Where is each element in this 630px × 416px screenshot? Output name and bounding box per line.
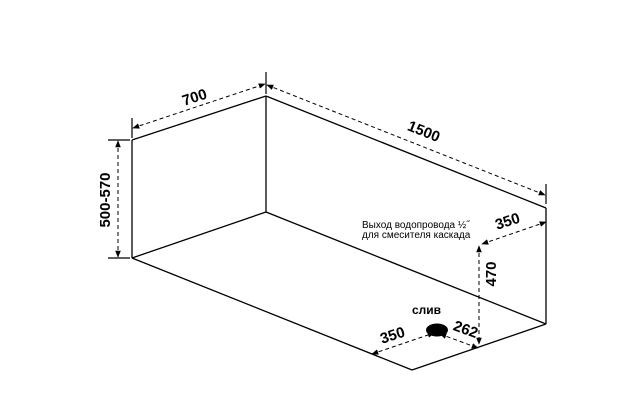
- drain: слив: [412, 303, 448, 337]
- bottom-right-edge: [411, 323, 547, 371]
- outlet-height-dimension: 470: [476, 245, 500, 345]
- outlet-note-line2: для смесителя каскада: [362, 230, 471, 241]
- outlet-side-dimension-label: 350: [493, 210, 522, 234]
- outlet-height-dimension-label: 470: [483, 261, 500, 286]
- drain-label: слив: [412, 303, 441, 317]
- outlet-side-dimension: 350: [481, 210, 547, 245]
- width-dimension-label: 700: [180, 86, 209, 110]
- length-dimension-line: [266, 84, 546, 196]
- width-dimension: 700: [131, 72, 267, 138]
- drain-side-dimension-label: 350: [378, 324, 407, 348]
- outlet-note-line1: Выход водопровода ½˝: [362, 219, 470, 231]
- drain-end-dimension-label: 262: [451, 318, 480, 343]
- outlet-side-dimension-line: [481, 221, 547, 245]
- outlet-note: Выход водопровода ½˝ для смесителя каска…: [362, 219, 471, 241]
- length-dimension: 1500: [266, 84, 547, 204]
- bottom-front-edge: [131, 257, 413, 371]
- bottom-left-edge: [131, 211, 267, 259]
- width-dimension-line: [132, 83, 266, 129]
- height-dimension: 500-570: [97, 139, 130, 259]
- floor-back-edge: [265, 211, 547, 325]
- height-dimension-label: 500-570: [97, 172, 114, 227]
- bathtub-outline: [131, 95, 547, 371]
- top-back-edge: [265, 95, 547, 209]
- drain-side-dimension: 350: [371, 324, 435, 355]
- drain-hole-icon: [426, 323, 448, 337]
- drain-side-dimension-line: [371, 332, 435, 355]
